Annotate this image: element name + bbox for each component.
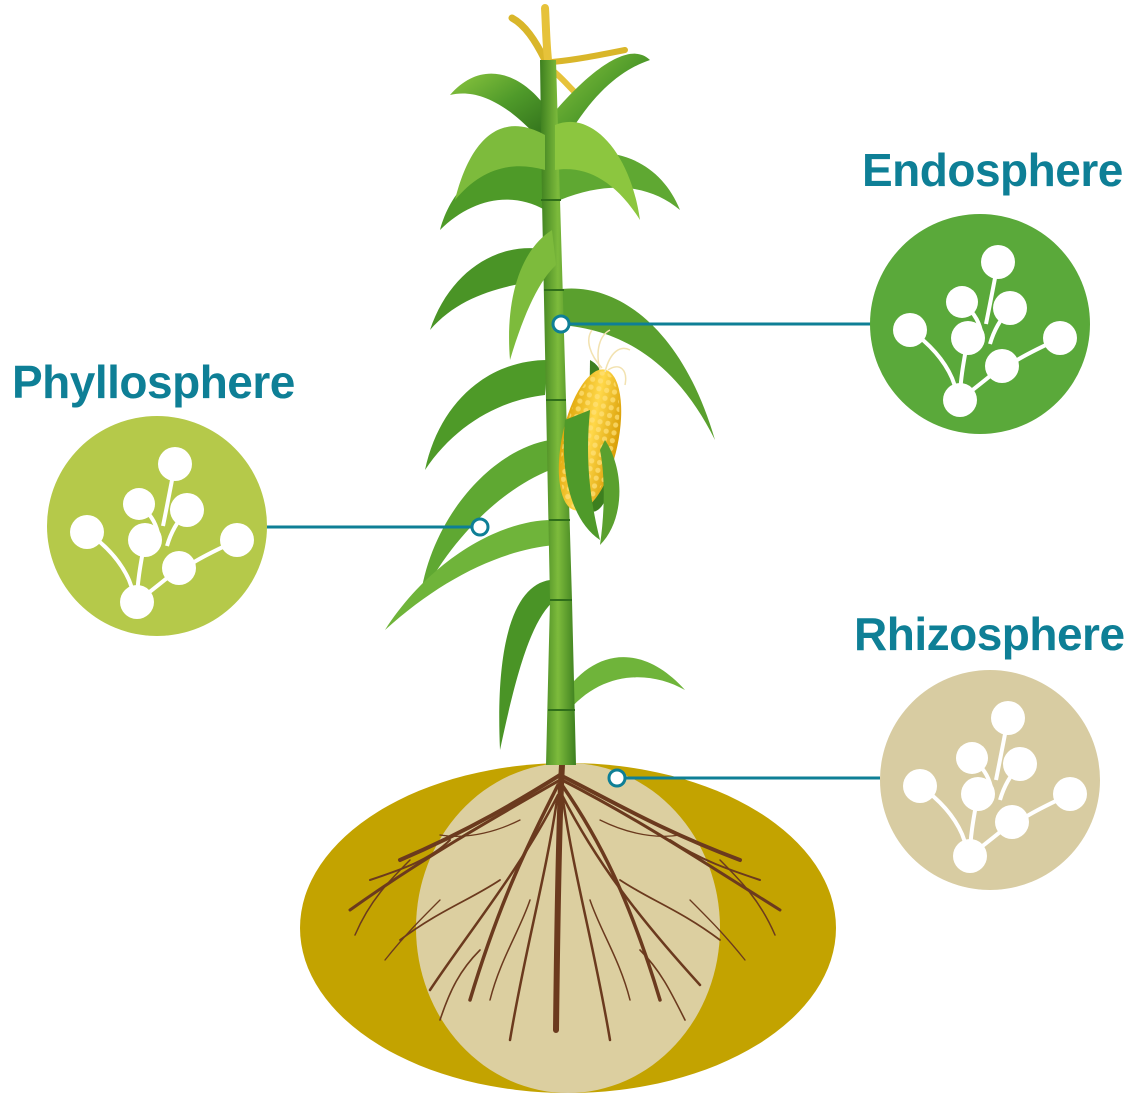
- endosphere-label: Endosphere: [862, 144, 1123, 196]
- endosphere-point-icon: [553, 316, 569, 332]
- microbe-node: [170, 493, 204, 527]
- soil-zone: [300, 763, 836, 1093]
- microbe-node: [961, 777, 995, 811]
- microbe-node: [981, 245, 1015, 279]
- microbe-node: [128, 523, 162, 557]
- microbe-node: [993, 291, 1027, 325]
- rhizosphere-point-icon: [609, 770, 625, 786]
- microbe-node: [951, 321, 985, 355]
- microbe-node: [1003, 747, 1037, 781]
- microbe-node: [120, 585, 154, 619]
- phyllosphere-circle: [47, 416, 267, 636]
- microbe-node: [70, 515, 104, 549]
- rhizosphere-circle: [880, 670, 1100, 890]
- tassel: [512, 8, 625, 100]
- microbe-node: [162, 551, 196, 585]
- endosphere-circle: [870, 214, 1090, 434]
- microbe-node: [985, 349, 1019, 383]
- microbe-node: [943, 383, 977, 417]
- phyllosphere-point-icon: [472, 519, 488, 535]
- rhizosphere-root-zone: [416, 763, 720, 1093]
- microbe-node: [158, 447, 192, 481]
- microbe-node: [956, 742, 988, 774]
- microbe-node: [953, 839, 987, 873]
- microbe-node: [1043, 321, 1077, 355]
- phyllosphere-label: Phyllosphere: [12, 356, 295, 408]
- microbe-node: [903, 769, 937, 803]
- microbe-node: [123, 488, 155, 520]
- microbe-node: [893, 313, 927, 347]
- rhizosphere-label: Rhizosphere: [854, 608, 1125, 660]
- microbe-node: [991, 701, 1025, 735]
- microbe-node: [1053, 777, 1087, 811]
- microbe-node: [995, 805, 1029, 839]
- microbe-node: [220, 523, 254, 557]
- microbe-node: [946, 286, 978, 318]
- corn-plant: [385, 8, 715, 765]
